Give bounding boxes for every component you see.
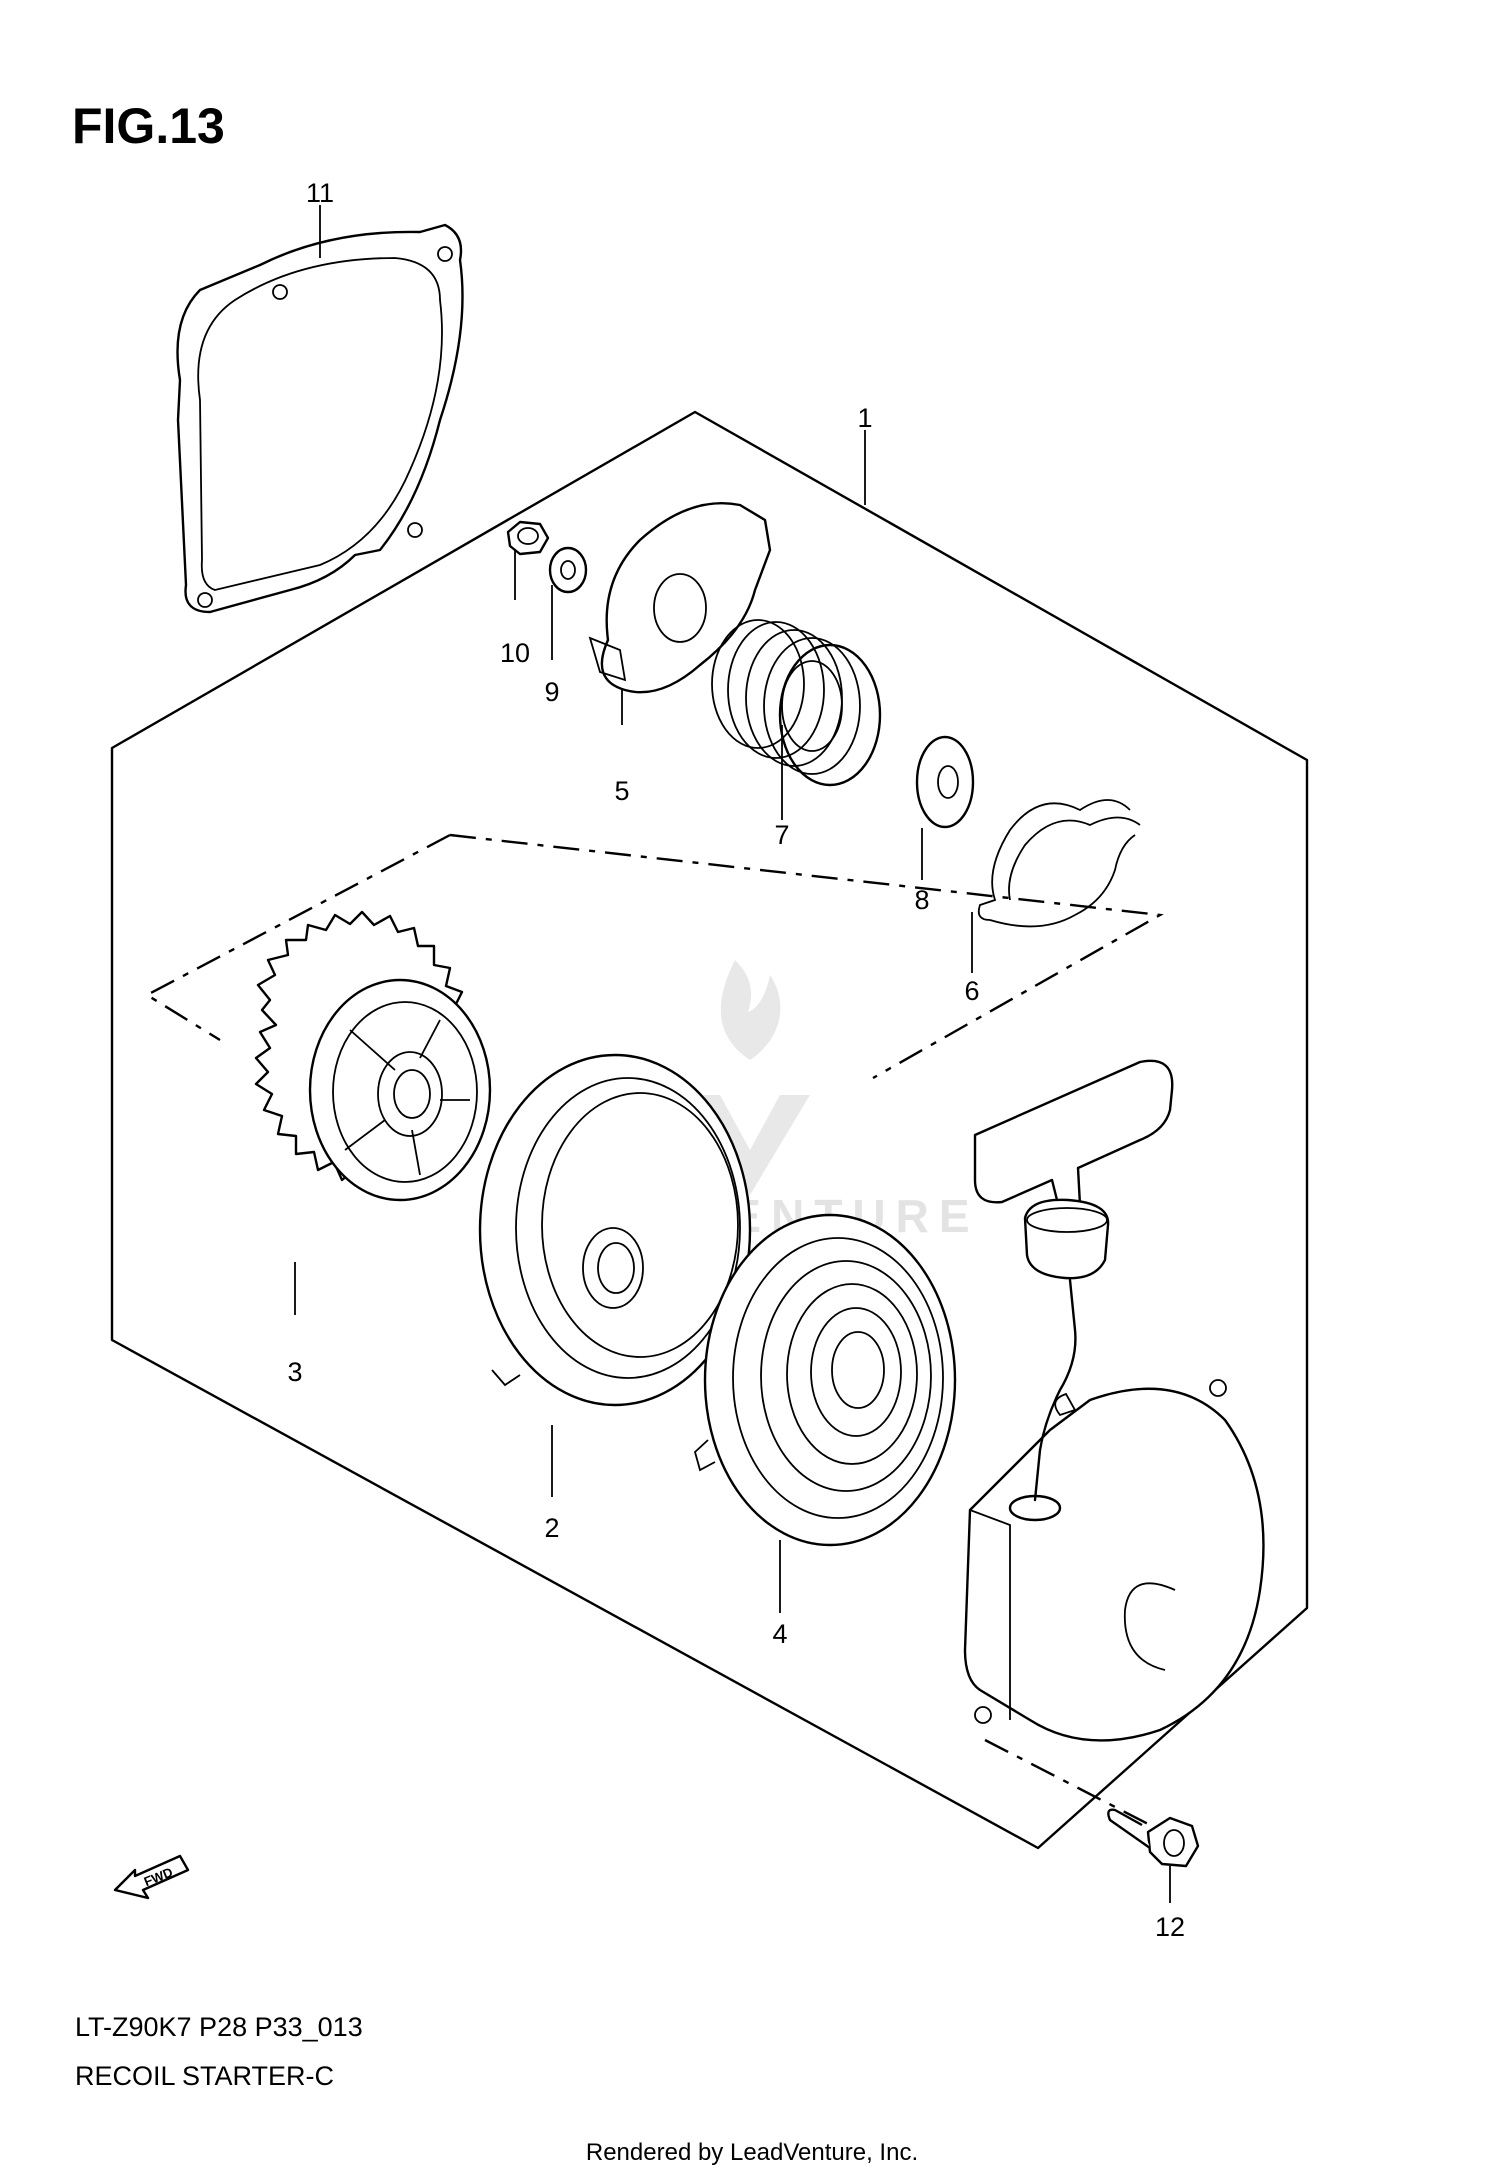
inner-plane-outline <box>144 833 1164 1080</box>
part-11-gasket <box>176 223 464 614</box>
callout-11: 11 <box>306 178 334 208</box>
callout-leader-lines <box>294 205 1171 1903</box>
part-9-washer <box>548 546 588 594</box>
callout-5: 5 <box>614 776 629 806</box>
callout-7: 7 <box>774 820 789 850</box>
mounting-axis-line <box>984 1738 1151 1827</box>
callout-2: 2 <box>544 1513 559 1543</box>
part-3-drive-gear <box>254 910 492 1202</box>
callout-10: 10 <box>500 638 530 668</box>
render-credit: Rendered by LeadVenture, Inc. <box>586 2139 918 2166</box>
callout-12: 12 <box>1155 1912 1185 1942</box>
callout-6: 6 <box>964 976 979 1006</box>
starter-handle <box>973 1059 1174 1502</box>
svg-text:FWD: FWD <box>142 1864 175 1889</box>
fwd-direction-badge: FWD <box>113 1854 190 1900</box>
model-code: LT-Z90K7 P28 P33_013 <box>75 2012 363 2042</box>
part-6-clip <box>977 799 1141 928</box>
starter-case-housing <box>963 1379 1265 1742</box>
part-5-guide-plate <box>588 501 772 694</box>
part-2-reel <box>478 1053 752 1407</box>
callout-8: 8 <box>914 885 929 915</box>
part-8-washer <box>915 735 975 829</box>
section-name: RECOIL STARTER-C <box>75 2061 334 2091</box>
callout-1: 1 <box>857 403 872 433</box>
part-10-nut <box>506 520 550 556</box>
part-12-bolt <box>1107 1808 1200 1868</box>
assembly-outline <box>110 410 1309 1850</box>
callout-9: 9 <box>544 677 559 707</box>
callout-3: 3 <box>287 1357 302 1387</box>
figure-title: FIG.13 <box>72 98 225 154</box>
callout-4: 4 <box>772 1619 787 1649</box>
part-7-spring <box>711 619 882 787</box>
part-4-spiral-spring <box>693 1213 957 1547</box>
